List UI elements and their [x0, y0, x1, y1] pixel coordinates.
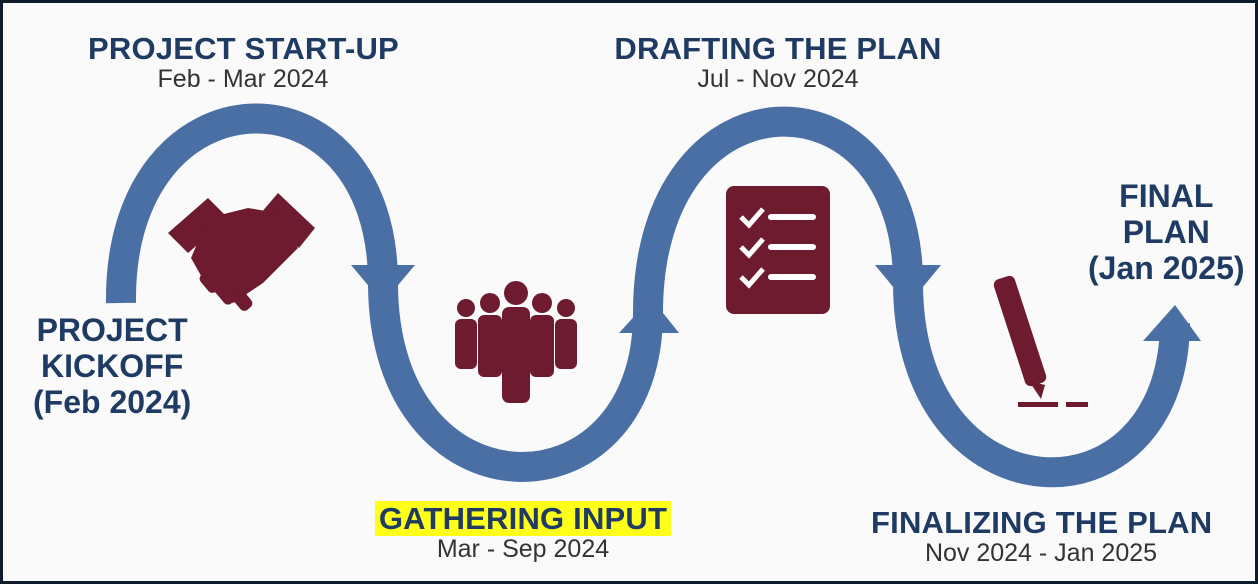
drafting-date: Jul - Nov 2024	[697, 64, 859, 93]
checklist-icon	[726, 186, 830, 314]
arrowhead-4	[1143, 305, 1201, 341]
startup-date: Feb - Mar 2024	[157, 64, 329, 93]
startup-label: PROJECT START-UP Feb - Mar 2024	[88, 31, 399, 93]
handshake-icon	[168, 193, 315, 311]
people-group-icon	[455, 281, 577, 403]
startup-title: PROJECT START-UP	[88, 31, 399, 66]
kickoff-line2: KICKOFF	[41, 347, 184, 384]
drafting-label: DRAFTING THE PLAN Jul - Nov 2024	[613, 31, 943, 93]
final-label: FINAL PLAN (Jan 2025)	[1088, 178, 1245, 286]
final-line1: FINAL	[1119, 178, 1214, 214]
final-line3: (Jan 2025)	[1088, 249, 1245, 286]
drafting-title: DRAFTING THE PLAN	[614, 31, 942, 66]
finalizing-date: Nov 2024 - Jan 2025	[924, 538, 1158, 567]
kickoff-line1: PROJECT	[36, 312, 188, 348]
arrowhead-3	[875, 265, 941, 305]
kickoff-line3: (Feb 2024)	[33, 383, 192, 420]
gathering-label: GATHERING INPUT Mar - Sep 2024	[373, 501, 673, 563]
pen-signature-icon	[993, 275, 1088, 407]
finalizing-title: FINALIZING THE PLAN	[871, 505, 1213, 540]
arrowhead-2	[619, 298, 679, 333]
gathering-title: GATHERING INPUT	[374, 501, 672, 536]
arrowhead-1	[351, 265, 415, 303]
timeline-diagram	[105, 103, 1201, 488]
finalizing-label: FINALIZING THE PLAN Nov 2024 - Jan 2025	[871, 505, 1213, 567]
kickoff-label: PROJECT KICKOFF (Feb 2024)	[33, 312, 192, 420]
final-line2: PLAN	[1122, 213, 1210, 250]
gathering-date: Mar - Sep 2024	[436, 534, 610, 563]
